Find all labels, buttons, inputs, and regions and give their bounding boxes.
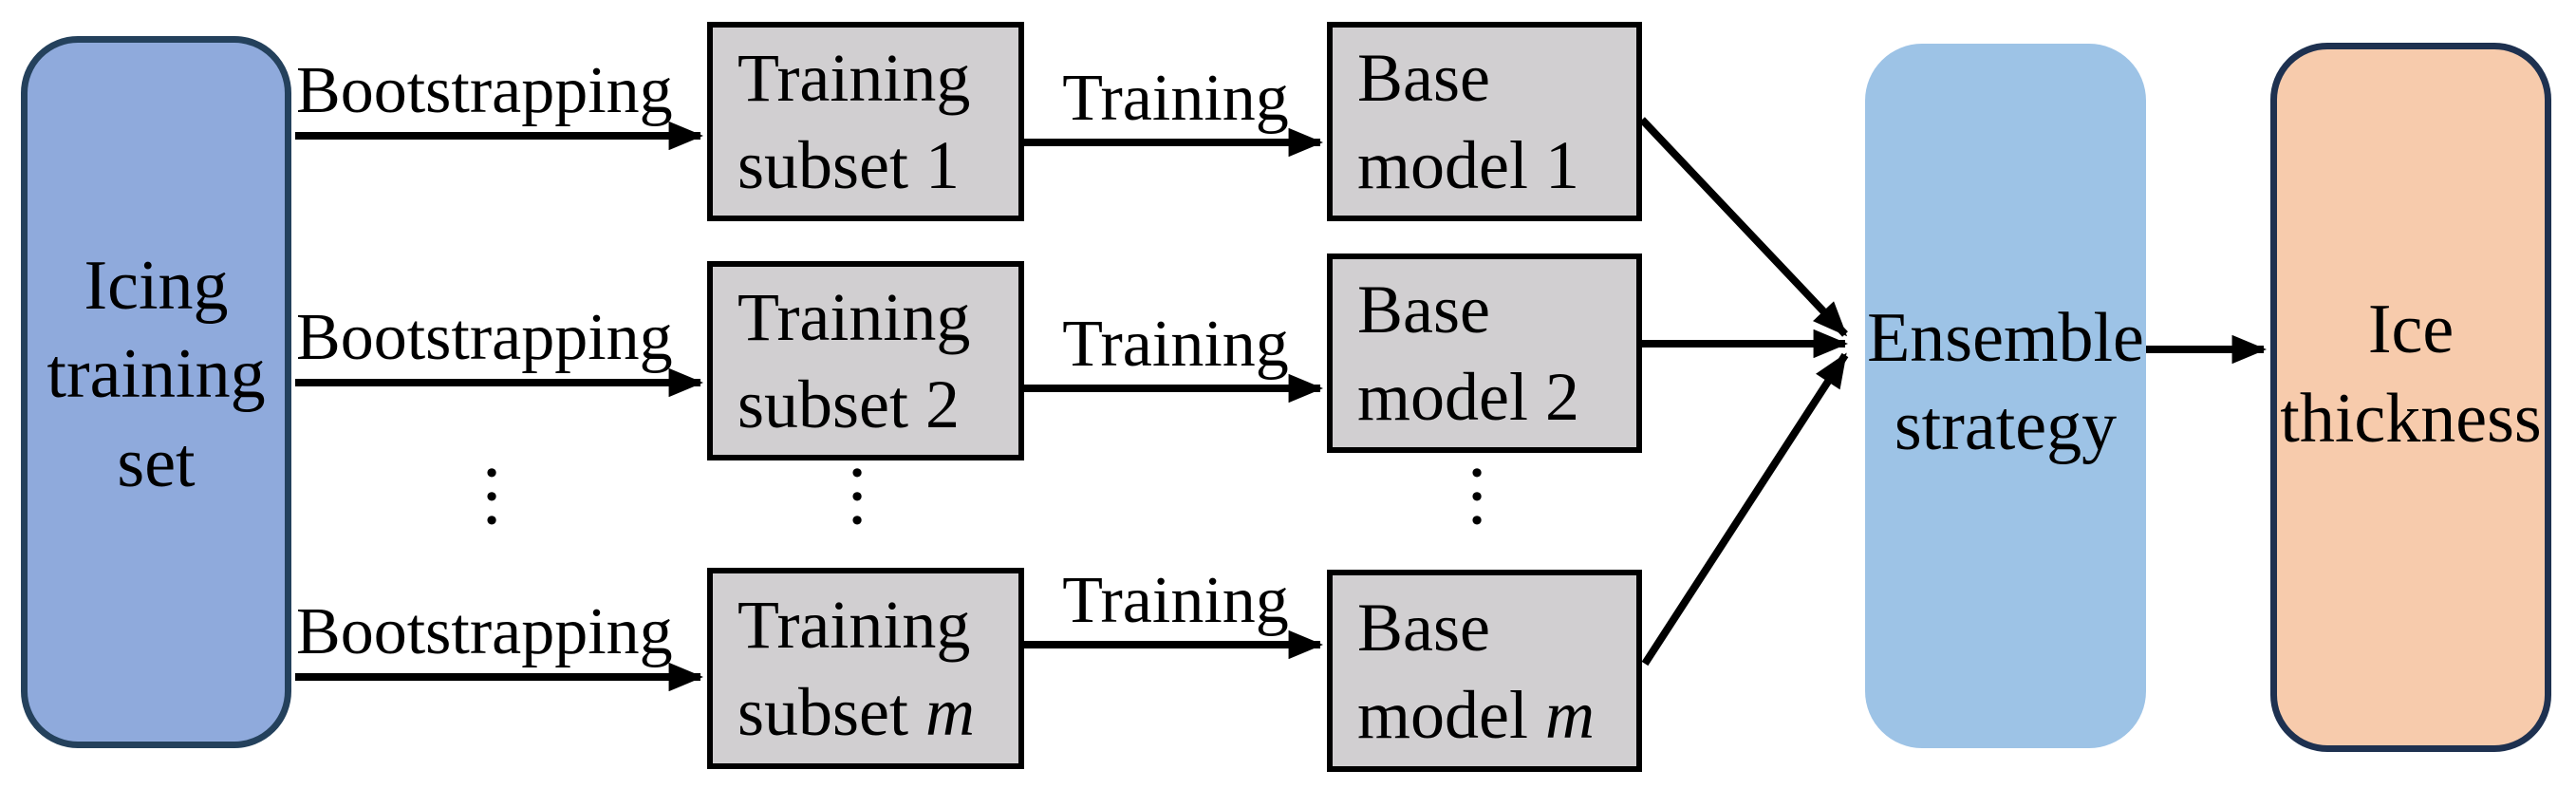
base-model-m-box: Base model m bbox=[1327, 570, 1642, 772]
ellipsis-subset-column: • • • bbox=[848, 456, 867, 539]
base-model-m-label: Base model m bbox=[1357, 589, 1595, 753]
ensemble-strategy-box: Ensemble strategy bbox=[1865, 44, 2146, 748]
icing-training-set-label: Icing training set bbox=[47, 247, 266, 502]
ice-thickness-box: Ice thickness bbox=[2270, 43, 2551, 752]
modelm-to-ensemble-arrow bbox=[1641, 352, 1849, 667]
training-subset-1-label: Training subset 1 bbox=[737, 40, 971, 203]
training-subset-2-box: Training subset 2 bbox=[707, 261, 1024, 460]
training-subset-m-box: Training subset m bbox=[707, 568, 1024, 769]
bootstrapping-label-m: Bootstrapping bbox=[296, 595, 673, 668]
training-label-2: Training bbox=[1062, 308, 1289, 381]
training-subset-m-label: Training subset m bbox=[737, 587, 975, 750]
training-subset-2-label: Training subset 2 bbox=[737, 279, 971, 442]
bootstrapping-label-1: Bootstrapping bbox=[296, 54, 673, 127]
ice-thickness-label: Ice thickness bbox=[2280, 291, 2542, 458]
base-model-1-label: Base model 1 bbox=[1357, 40, 1579, 203]
ellipsis-model-column: • • • bbox=[1467, 456, 1486, 539]
training-label-1: Training bbox=[1062, 62, 1289, 135]
base-model-2-box: Base model 2 bbox=[1327, 254, 1642, 453]
icing-training-set-box: Icing training set bbox=[21, 36, 291, 748]
training-label-m: Training bbox=[1062, 564, 1289, 637]
training-subset-1-box: Training subset 1 bbox=[707, 22, 1024, 221]
model1-to-ensemble-arrow bbox=[1639, 117, 1848, 337]
ensemble-strategy-label: Ensemble strategy bbox=[1867, 298, 2144, 465]
base-model-2-label: Base model 2 bbox=[1357, 272, 1579, 435]
bootstrapping-label-2: Bootstrapping bbox=[296, 301, 673, 374]
base-model-1-box: Base model 1 bbox=[1327, 22, 1642, 221]
ellipsis-bootstrapping-column: • • • bbox=[482, 456, 501, 539]
